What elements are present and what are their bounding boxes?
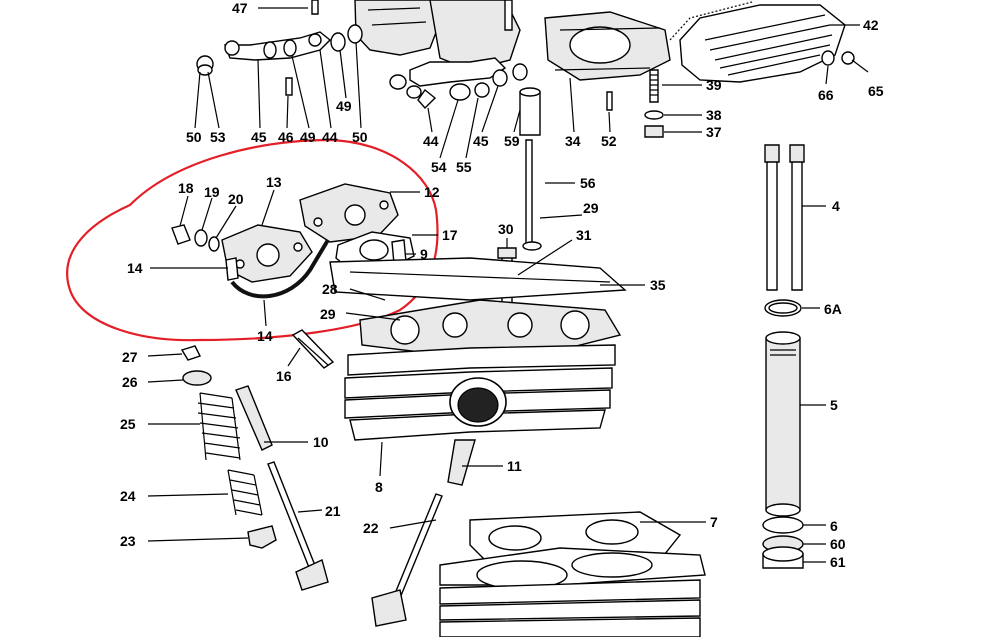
label-50: 50: [186, 129, 202, 145]
label-13: 13: [266, 174, 282, 190]
inlet-manifold-parts-drawing: [171, 183, 415, 299]
label-6: 6: [830, 518, 838, 534]
label-66: 66: [818, 87, 834, 103]
label-44: 44: [322, 129, 338, 145]
label-35: 35: [650, 277, 666, 293]
label-49: 49: [336, 98, 352, 114]
label-21: 21: [325, 503, 341, 519]
rocker-assembly-drawing: [196, 0, 869, 138]
label-56: 56: [580, 175, 596, 191]
label-61: 61: [830, 554, 846, 570]
label-54: 54: [431, 159, 447, 175]
label-19: 19: [204, 184, 220, 200]
label-7: 7: [710, 514, 718, 530]
label-53: 53: [210, 129, 226, 145]
label-60: 60: [830, 536, 846, 552]
leader-lines: [147, 7, 860, 563]
label-55: 55: [456, 159, 472, 175]
label-38: 38: [706, 107, 722, 123]
cylinder-barrel-drawing: [439, 511, 706, 637]
highlight-circle: [66, 138, 439, 342]
label-39: 39: [706, 77, 722, 93]
label-11: 11: [507, 458, 522, 474]
label-29: 29: [583, 200, 599, 216]
label-5: 5: [830, 397, 838, 413]
label-37: 37: [706, 124, 722, 140]
label-10: 10: [313, 434, 329, 450]
label-59: 59: [504, 133, 520, 149]
label-12: 12: [424, 184, 440, 200]
label-49: 49: [300, 129, 316, 145]
label-26: 26: [122, 374, 138, 390]
label-18: 18: [178, 180, 194, 196]
label-8: 8: [375, 479, 383, 495]
valve-parts-drawing: [180, 345, 443, 627]
label-17: 17: [442, 227, 458, 243]
label-23: 23: [120, 533, 136, 549]
label-22: 22: [363, 520, 379, 536]
cylinder-head-drawing: [329, 257, 627, 486]
label-4: 4: [832, 198, 840, 214]
label-65: 65: [868, 83, 884, 99]
label-30: 30: [498, 221, 514, 237]
pushrods-drawing: [762, 144, 805, 569]
label-44: 44: [423, 133, 439, 149]
label-16: 16: [276, 368, 292, 384]
label-29: 29: [320, 306, 336, 322]
label-34: 34: [565, 133, 581, 149]
label-46: 46: [278, 129, 294, 145]
label-6A: 6A: [824, 301, 842, 317]
label-45: 45: [251, 129, 267, 145]
label-14: 14: [127, 260, 143, 276]
label-27: 27: [122, 349, 138, 365]
label-42: 42: [863, 17, 879, 33]
label-47: 47: [232, 0, 248, 16]
label-20: 20: [228, 191, 244, 207]
label-52: 52: [601, 133, 617, 149]
label-28: 28: [322, 281, 338, 297]
label-14: 14: [257, 328, 273, 344]
part-labels: 47 50 53 45 46 49 44 49 50 44 54 55 45 5…: [120, 0, 884, 570]
label-45: 45: [473, 133, 489, 149]
label-9: 9: [420, 246, 428, 262]
label-24: 24: [120, 488, 136, 504]
label-25: 25: [120, 416, 136, 432]
label-50: 50: [352, 129, 368, 145]
label-31: 31: [576, 227, 592, 243]
